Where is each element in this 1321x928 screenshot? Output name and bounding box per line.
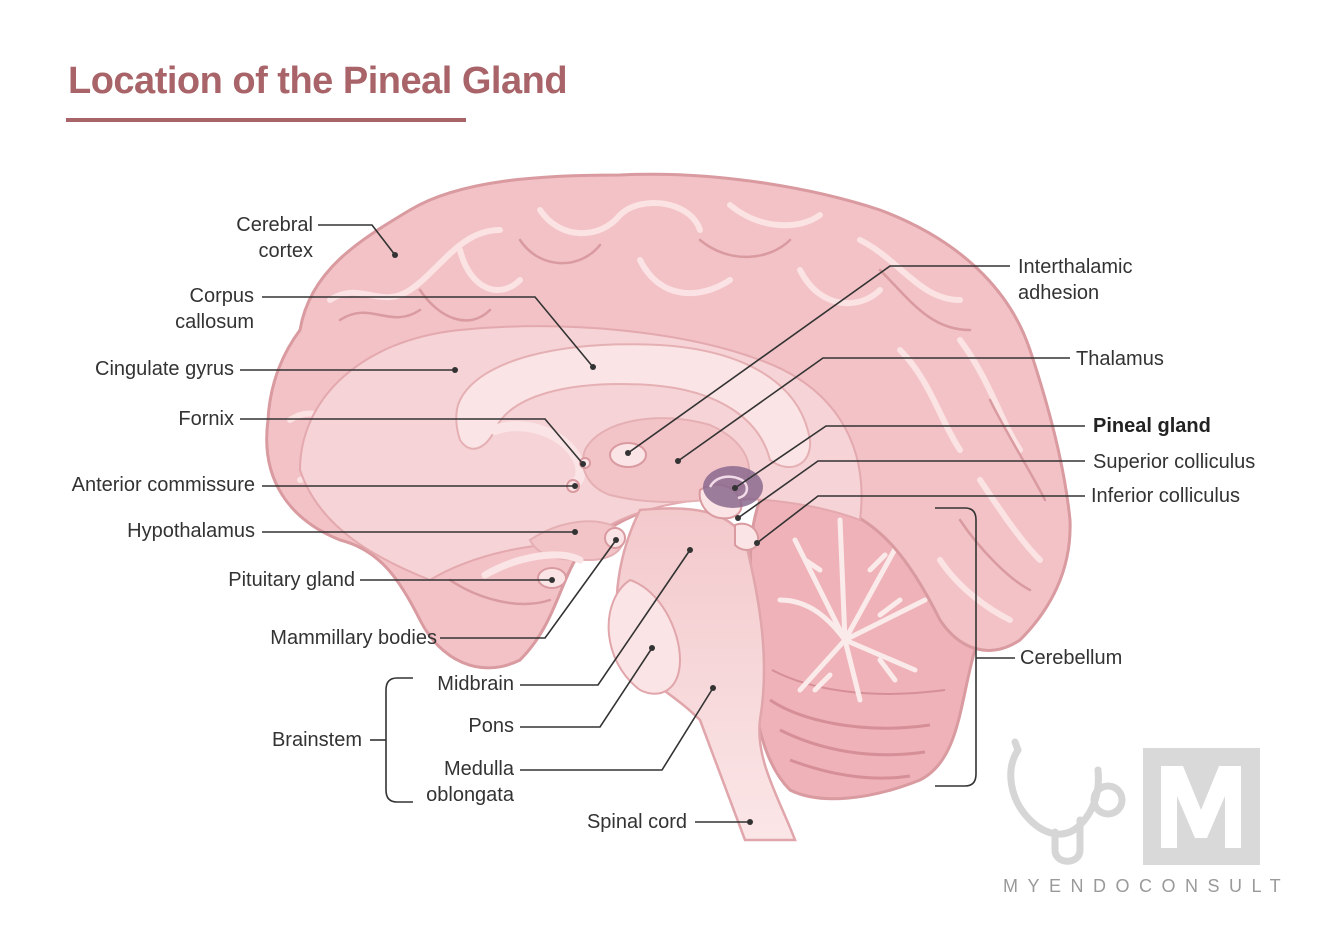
label-interthalamic-adhesion: Interthalamic adhesion <box>1018 254 1133 306</box>
label-hypothalamus: Hypothalamus <box>127 520 255 542</box>
label-anterior-commissure: Anterior commissure <box>71 474 255 496</box>
label-medulla-oblongata-line2: oblongata <box>426 784 514 806</box>
label-pons: Pons <box>468 715 514 737</box>
leader-lines <box>240 224 1085 823</box>
label-interthalamic-adhesion-line2: adhesion <box>1018 282 1100 304</box>
label-medulla-oblongata-line1: Medulla <box>443 758 514 780</box>
label-interthalamic-adhesion-line1: Interthalamic <box>1018 256 1133 278</box>
label-mammillary-bodies: Mammillary bodies <box>270 627 437 649</box>
brand-name: MYENDOCONSULT <box>1003 876 1291 896</box>
label-spinal-cord: Spinal cord <box>586 811 687 833</box>
title-underline <box>66 118 466 122</box>
label-corpus-callosum-line1: Corpus <box>189 285 254 307</box>
label-corpus-callosum: Corpus callosum <box>175 283 254 335</box>
leader-dots <box>392 252 760 825</box>
label-cingulate-gyrus: Cingulate gyrus <box>95 358 234 380</box>
brand-letter-m <box>1161 766 1241 848</box>
brand-logo-box <box>1143 748 1260 865</box>
page-title: Location of the Pineal Gland <box>68 60 568 102</box>
label-corpus-callosum-line2: callosum <box>175 311 254 333</box>
label-inferior-colliculus: Inferior colliculus <box>1091 485 1240 507</box>
label-thalamus: Thalamus <box>1076 348 1164 370</box>
label-pituitary-gland: Pituitary gland <box>228 569 355 591</box>
label-brainstem: Brainstem <box>271 729 362 751</box>
label-cerebral-cortex: Cerebral cortex <box>236 212 313 264</box>
stethoscope-icon <box>1007 738 1126 865</box>
label-midbrain: Midbrain <box>437 673 514 695</box>
label-cerebral-cortex-line2: cortex <box>258 240 313 262</box>
label-pineal-gland: Pineal gland <box>1093 415 1211 437</box>
corpus-callosum-shape <box>455 343 812 469</box>
label-superior-colliculus: Superior colliculus <box>1093 451 1256 473</box>
label-fornix: Fornix <box>178 408 234 430</box>
label-cerebellum: Cerebellum <box>1020 647 1123 669</box>
label-cerebral-cortex-line1: Cerebral <box>236 214 313 236</box>
label-medulla-oblongata: Medulla oblongata <box>426 756 514 808</box>
